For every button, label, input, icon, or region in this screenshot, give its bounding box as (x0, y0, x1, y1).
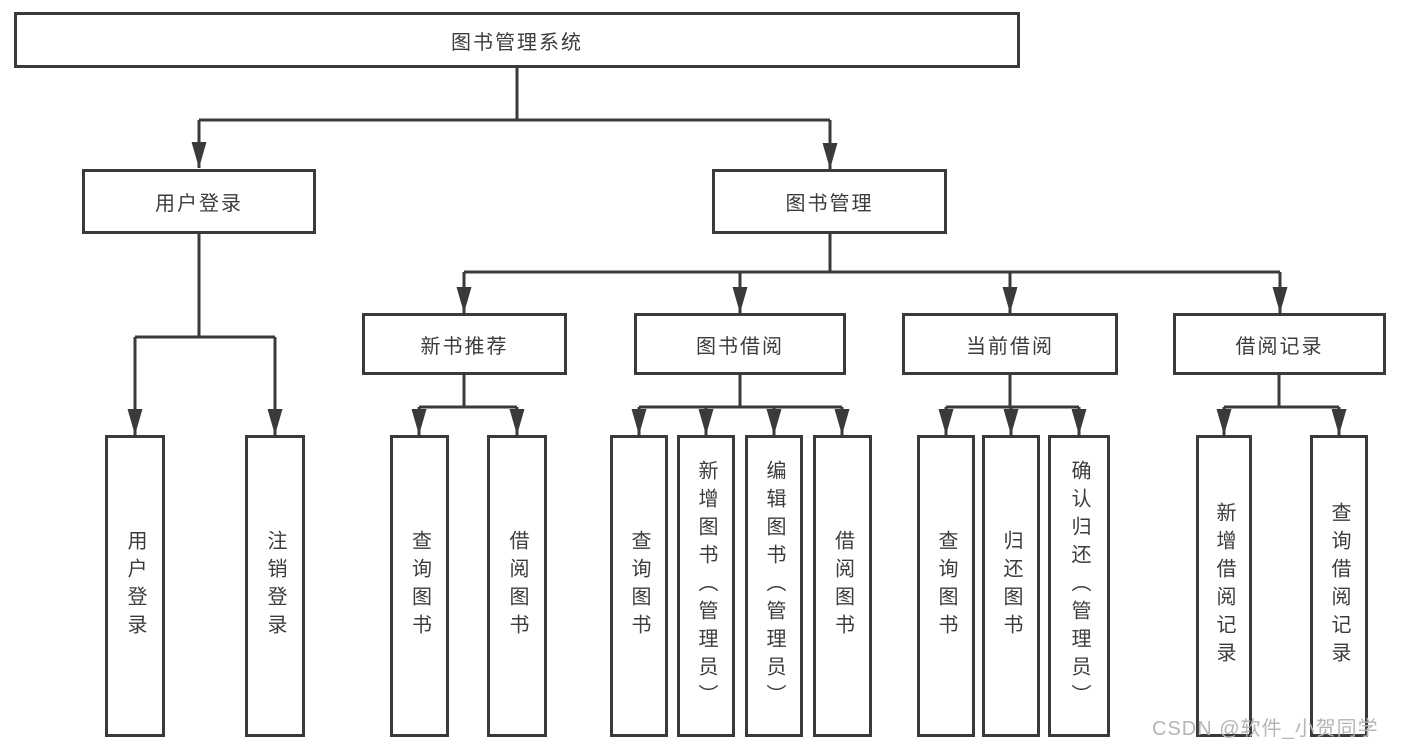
arrow-down-icon (191, 142, 207, 168)
arrow-down-icon (1216, 409, 1232, 435)
leaf-borrow-book: 借阅图书 (813, 435, 872, 737)
leaf-add-book-admin: 新增图书（管理员） (677, 435, 735, 737)
node-new-book-recommend: 新书推荐 (362, 313, 567, 375)
arrow-down-icon (456, 287, 472, 313)
arrow-down-icon (698, 409, 714, 435)
arrow-down-icon (938, 409, 954, 435)
arrow-down-icon (1331, 409, 1347, 435)
node-library-management-system: 图书管理系统 (14, 12, 1020, 68)
leaf-logout: 注销登录 (245, 435, 305, 737)
arrow-down-icon (509, 409, 525, 435)
arrow-down-icon (732, 287, 748, 313)
leaf-user-login: 用户登录 (105, 435, 165, 737)
arrow-down-icon (1272, 287, 1288, 313)
leaf-query-book: 查询图书 (610, 435, 668, 737)
leaf-query-book: 查询图书 (917, 435, 975, 737)
leaf-query-borrow-record: 查询借阅记录 (1310, 435, 1368, 737)
arrow-down-icon (822, 143, 838, 169)
arrow-down-icon (1071, 409, 1087, 435)
arrow-down-icon (127, 409, 143, 435)
leaf-confirm-return-admin: 确认归还（管理员） (1048, 435, 1110, 737)
arrow-down-icon (834, 409, 850, 435)
leaf-return-book: 归还图书 (982, 435, 1040, 737)
node-borrow-records: 借阅记录 (1173, 313, 1386, 375)
arrow-down-icon (631, 409, 647, 435)
connector-path (133, 68, 1341, 435)
leaf-borrow-book: 借阅图书 (487, 435, 547, 737)
node-user-login: 用户登录 (82, 169, 316, 234)
node-book-management: 图书管理 (712, 169, 947, 234)
leaf-add-borrow-record: 新增借阅记录 (1196, 435, 1252, 737)
arrow-down-icon (1002, 287, 1018, 313)
leaf-query-book: 查询图书 (390, 435, 449, 737)
watermark: CSDN @软件_小贺同学 (1152, 718, 1379, 740)
node-book-borrow: 图书借阅 (634, 313, 846, 375)
arrow-down-icon (1003, 409, 1019, 435)
arrow-down-icon (411, 409, 427, 435)
arrow-down-icon (766, 409, 782, 435)
leaf-edit-book-admin: 编辑图书（管理员） (745, 435, 803, 737)
arrow-down-icon (267, 409, 283, 435)
node-current-borrow: 当前借阅 (902, 313, 1118, 375)
arrowheads (127, 142, 1347, 435)
